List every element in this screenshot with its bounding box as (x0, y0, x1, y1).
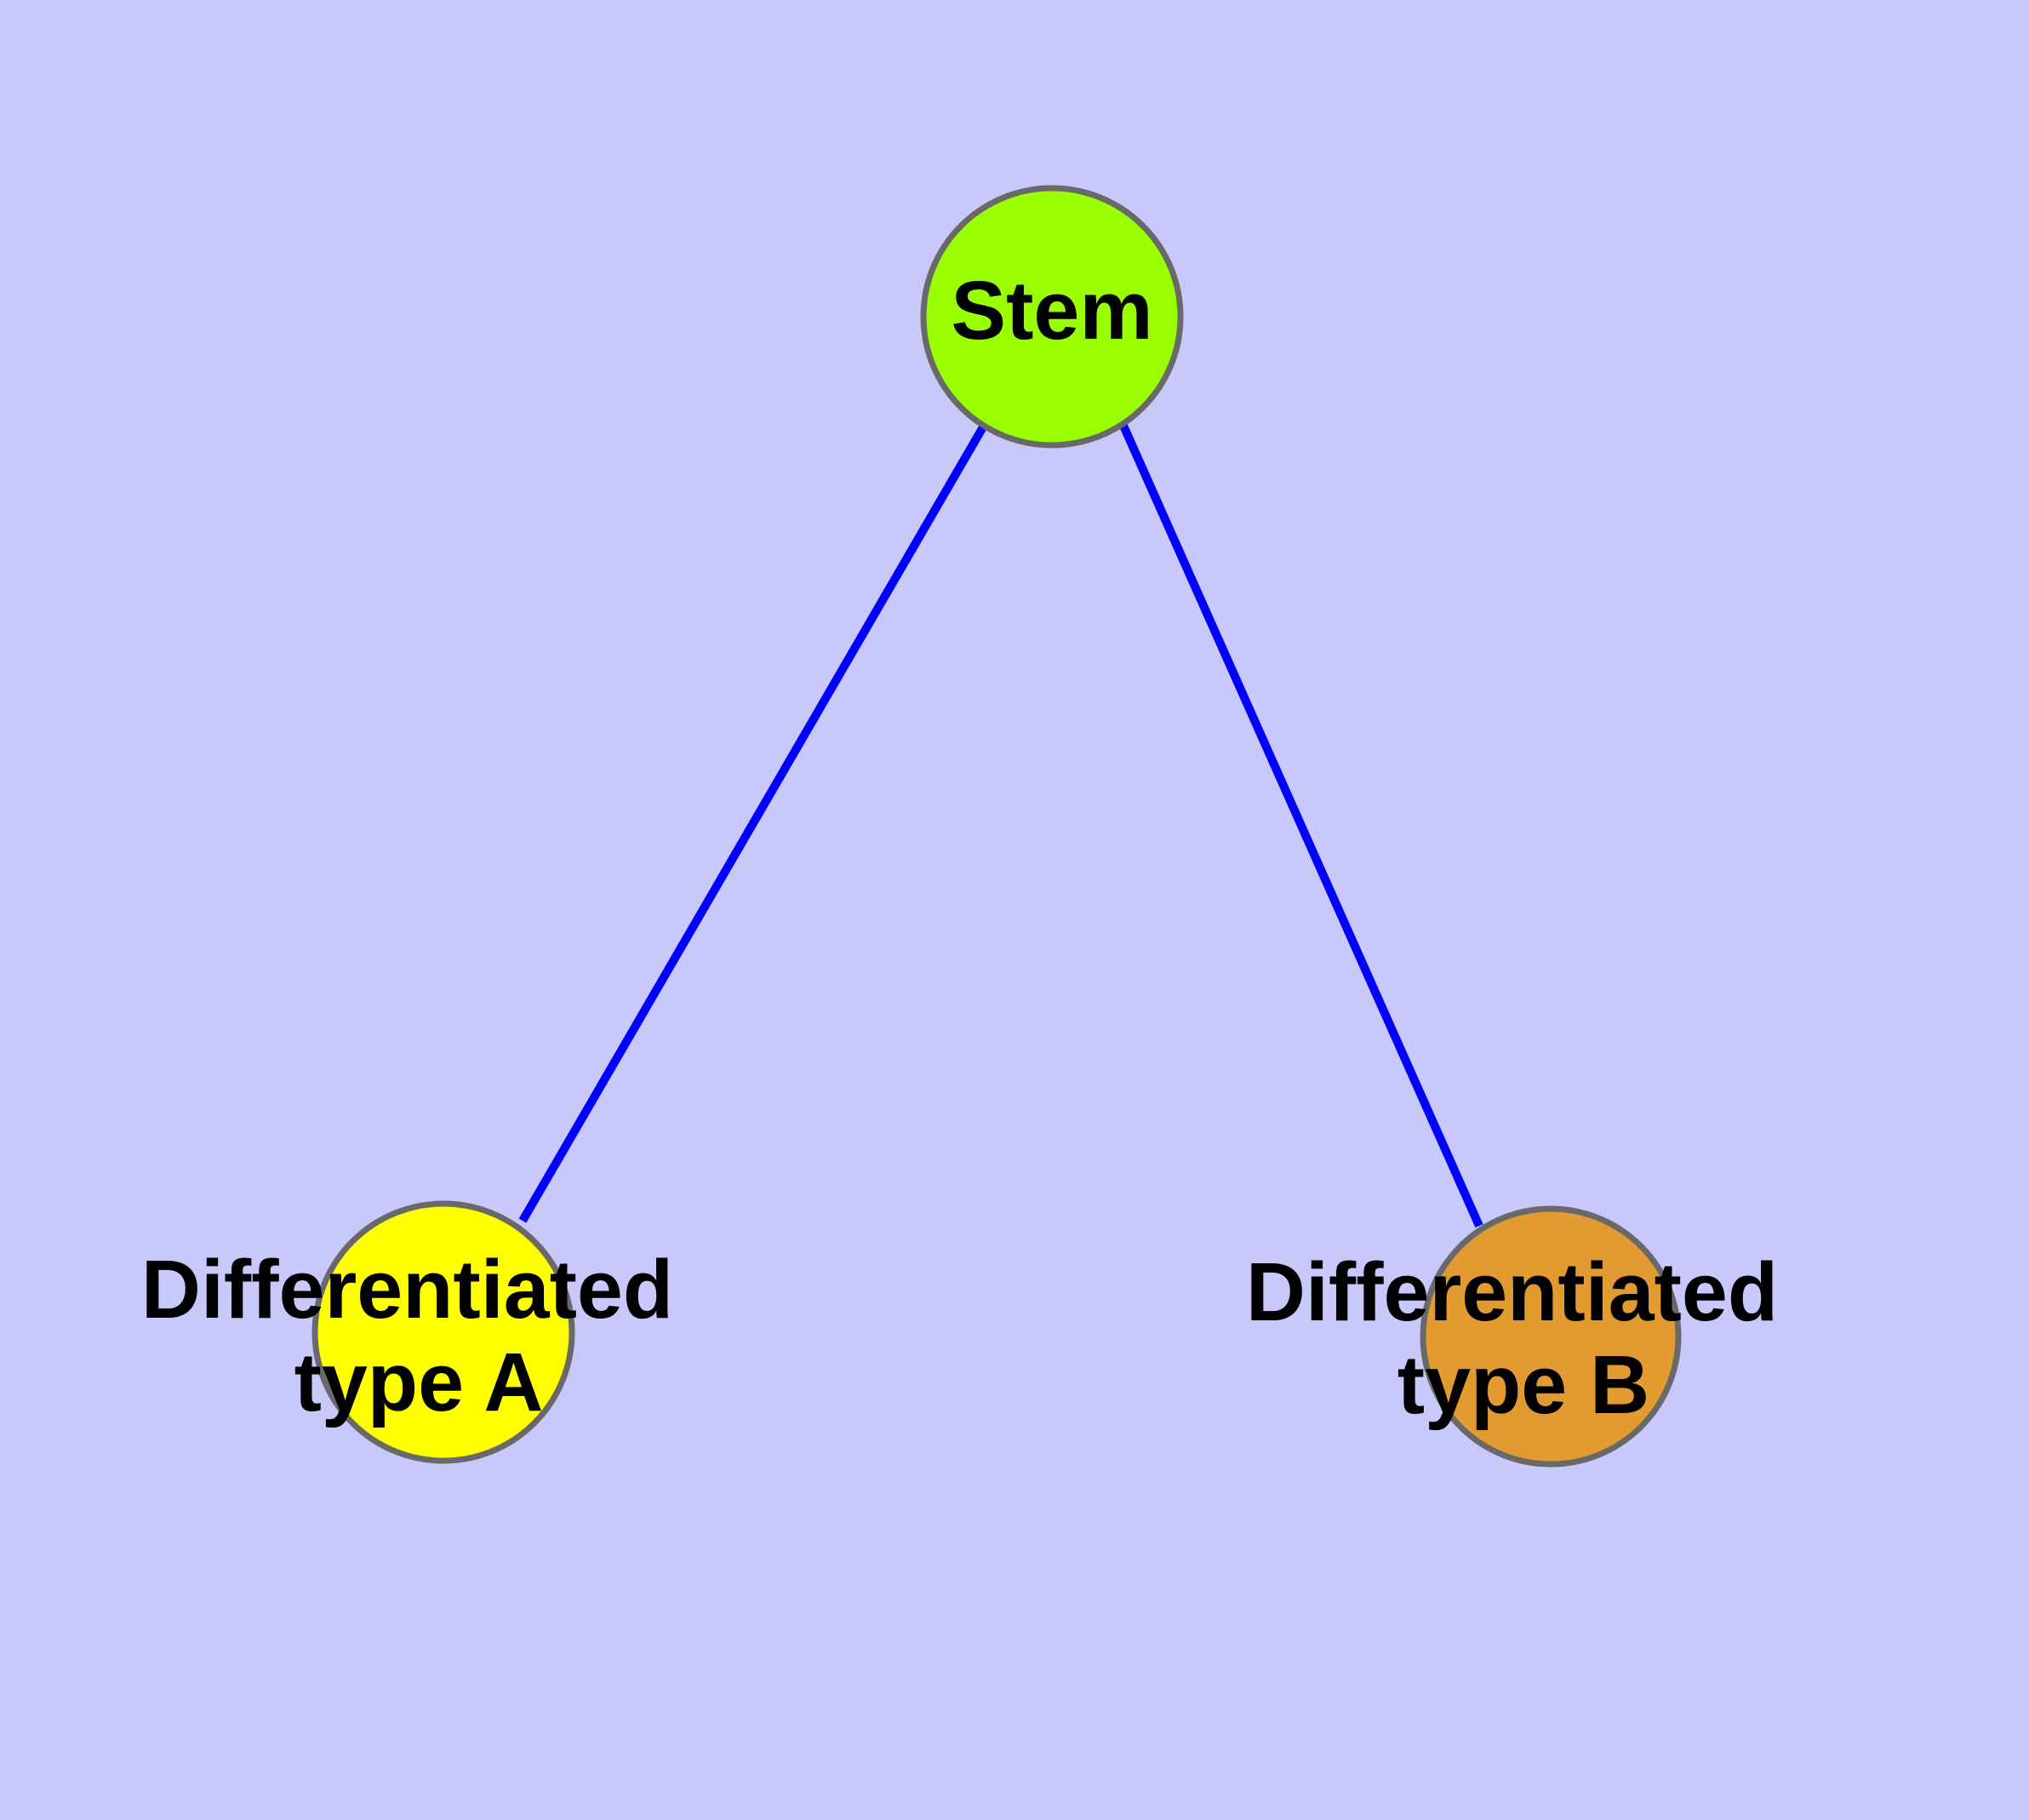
node-differentiated-type-b-circle[interactable] (1420, 1205, 1682, 1468)
edge-layer (518, 423, 1483, 1228)
node-differentiated-type-b-label-line-1: Differentiated (1246, 1245, 1778, 1338)
node-differentiated-type-a-label: Differentiated type A (141, 1243, 696, 1428)
node-differentiated-type-a-label-line-1: Differentiated (141, 1243, 673, 1336)
node-differentiated-type-b-label-line-2: type B (1397, 1338, 1649, 1431)
node-stem-circle[interactable] (920, 185, 1184, 449)
node-stem[interactable]: Stem (920, 185, 1184, 449)
node-stem-label-line-1: Stem (951, 264, 1152, 357)
node-stem-label: Stem (951, 264, 1152, 357)
node-differentiated-type-a-circle[interactable] (311, 1200, 575, 1464)
edge-stem-to-differentiated-type-a[interactable] (518, 423, 988, 1223)
edge-stem-to-differentiated-type-b[interactable] (1119, 423, 1483, 1228)
node-layer: Stem Differentiated type A Differentiate… (141, 185, 1801, 1468)
node-differentiated-type-b-label: Differentiated type B (1246, 1245, 1801, 1431)
node-differentiated-type-a[interactable]: Differentiated type A (141, 1200, 696, 1464)
node-differentiated-type-b[interactable]: Differentiated type B (1246, 1205, 1801, 1468)
node-differentiated-type-a-label-line-2: type A (294, 1336, 544, 1428)
